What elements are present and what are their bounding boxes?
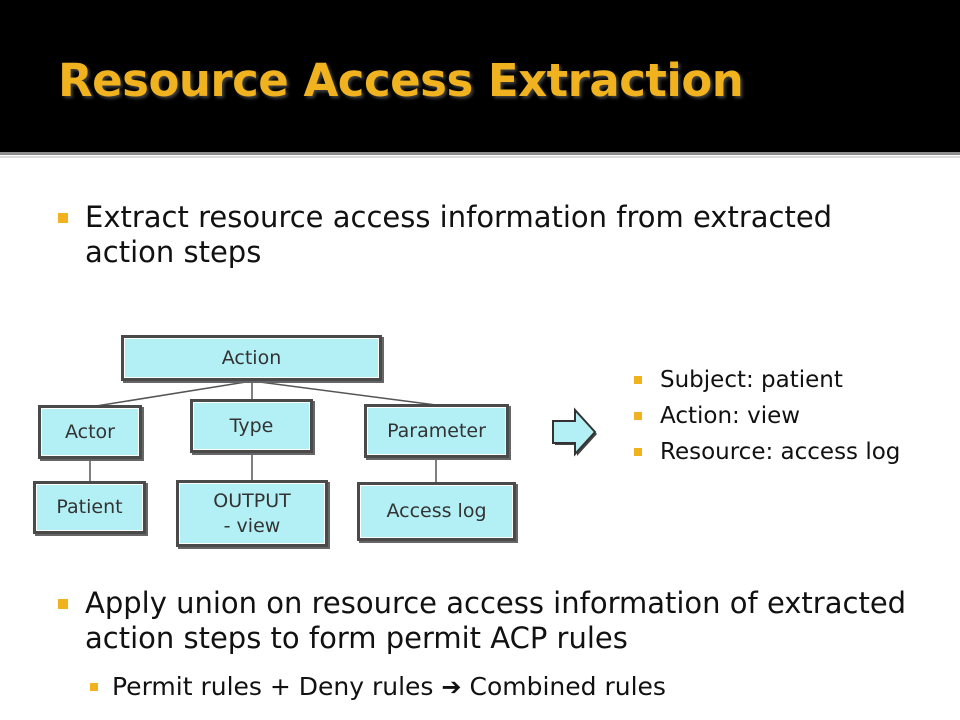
sub-bullet-right: Combined rules (469, 672, 666, 701)
bullet-extract: Extract resource access information from… (58, 200, 878, 270)
result-list: Subject: patient Action: view Resource: … (634, 362, 900, 470)
bullet-apply-union: Apply union on resource access informati… (58, 586, 938, 656)
slide-title: Resource Access Extraction (58, 54, 744, 107)
connector-action-actor (89, 380, 253, 408)
sub-bullet-left: Permit rules + Deny rules (112, 672, 434, 701)
bold-right-arrow-icon: ➔ (441, 673, 462, 701)
node-action: Action (121, 335, 382, 381)
bullet-text: Extract resource access information from… (85, 200, 833, 269)
node-output-view: OUTPUT - view (176, 480, 328, 547)
title-divider-light (0, 156, 960, 158)
title-divider (0, 152, 960, 155)
node-parameter: Parameter (364, 404, 509, 458)
result-item: Subject: patient (634, 362, 900, 398)
bullet-square-icon (634, 448, 642, 456)
bullet-square-icon (634, 376, 642, 384)
node-patient: Patient (33, 481, 146, 534)
bullet-square-icon (58, 213, 68, 223)
sub-bullet-rules: Permit rules + Deny rules ➔ Combined rul… (90, 672, 850, 702)
bullet-text: Apply union on resource access informati… (85, 586, 907, 655)
node-actor: Actor (38, 405, 142, 459)
right-arrow-icon (552, 407, 597, 457)
node-type: Type (190, 399, 313, 453)
bullet-square-icon (634, 412, 642, 420)
bullet-square-icon (90, 683, 98, 691)
title-bar: Resource Access Extraction (0, 0, 960, 152)
connector-action-parameter (251, 380, 437, 406)
result-item: Action: view (634, 398, 900, 434)
bullet-square-icon (58, 599, 68, 609)
sub-bullet-text: Permit rules + Deny rules ➔ Combined rul… (112, 672, 666, 702)
node-access-log: Access log (357, 482, 516, 541)
result-item: Resource: access log (634, 434, 900, 470)
